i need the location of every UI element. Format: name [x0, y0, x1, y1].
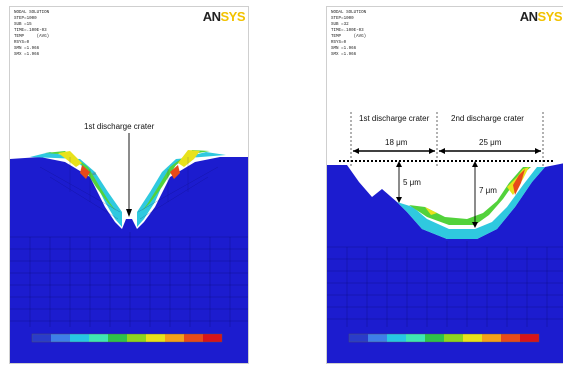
ansys-logo: ANSYS: [519, 9, 563, 24]
fem-contour-plot: 1st discharge crater 2nd discharge crate…: [327, 112, 563, 363]
legend-swatch: [406, 334, 425, 342]
crater1-label: 1st discharge crater: [359, 114, 430, 123]
contour-outer-right: [137, 152, 226, 227]
contour-mid: [409, 167, 531, 225]
legend-swatch: [108, 334, 127, 342]
color-legend: [31, 333, 223, 343]
contour-outer: [30, 152, 122, 227]
mesh-grid: [327, 241, 563, 327]
workpiece-mesh: [10, 157, 248, 363]
contour-hot-right: [178, 150, 200, 167]
legend-swatch: [51, 334, 70, 342]
depth2-label: 7 μm: [479, 186, 497, 195]
contour-hot-small: [425, 207, 437, 215]
legend-swatch: [32, 334, 51, 342]
color-legend: [348, 333, 540, 343]
legend-swatch: [70, 334, 89, 342]
contour-peak: [513, 169, 525, 195]
legend-swatch: [463, 334, 482, 342]
crater-label: 1st discharge crater: [84, 122, 155, 131]
legend-swatch: [482, 334, 501, 342]
width2-label: 25 μm: [479, 138, 502, 147]
legend-swatch: [184, 334, 203, 342]
mesh-grid: [10, 232, 248, 327]
crater-mesh: [39, 157, 219, 220]
legend-swatch: [501, 334, 520, 342]
contour-peak-right: [170, 165, 180, 179]
legend-swatch: [165, 334, 184, 342]
contour-outer: [397, 167, 545, 239]
legend-swatch: [387, 334, 406, 342]
width1-label: 18 μm: [385, 138, 408, 147]
ansys-logo: ANSYS: [202, 9, 246, 24]
legend-swatch: [520, 334, 539, 342]
legend-swatch: [444, 334, 463, 342]
contour-peak-left: [80, 165, 90, 179]
legend-swatch: [89, 334, 108, 342]
legend-swatch: [146, 334, 165, 342]
legend-swatch: [368, 334, 387, 342]
workpiece-mesh: [327, 163, 563, 363]
peak-mark: 4K: [92, 172, 97, 176]
legend-swatch: [425, 334, 444, 342]
depth1-label: 5 μm: [403, 178, 421, 187]
legend-swatch: [127, 334, 146, 342]
fem-contour-plot: 1st discharge crater 4K: [10, 122, 248, 363]
legend-swatch: [349, 334, 368, 342]
legend-swatch: [203, 334, 222, 342]
crater2-label: 2nd discharge crater: [451, 114, 524, 123]
